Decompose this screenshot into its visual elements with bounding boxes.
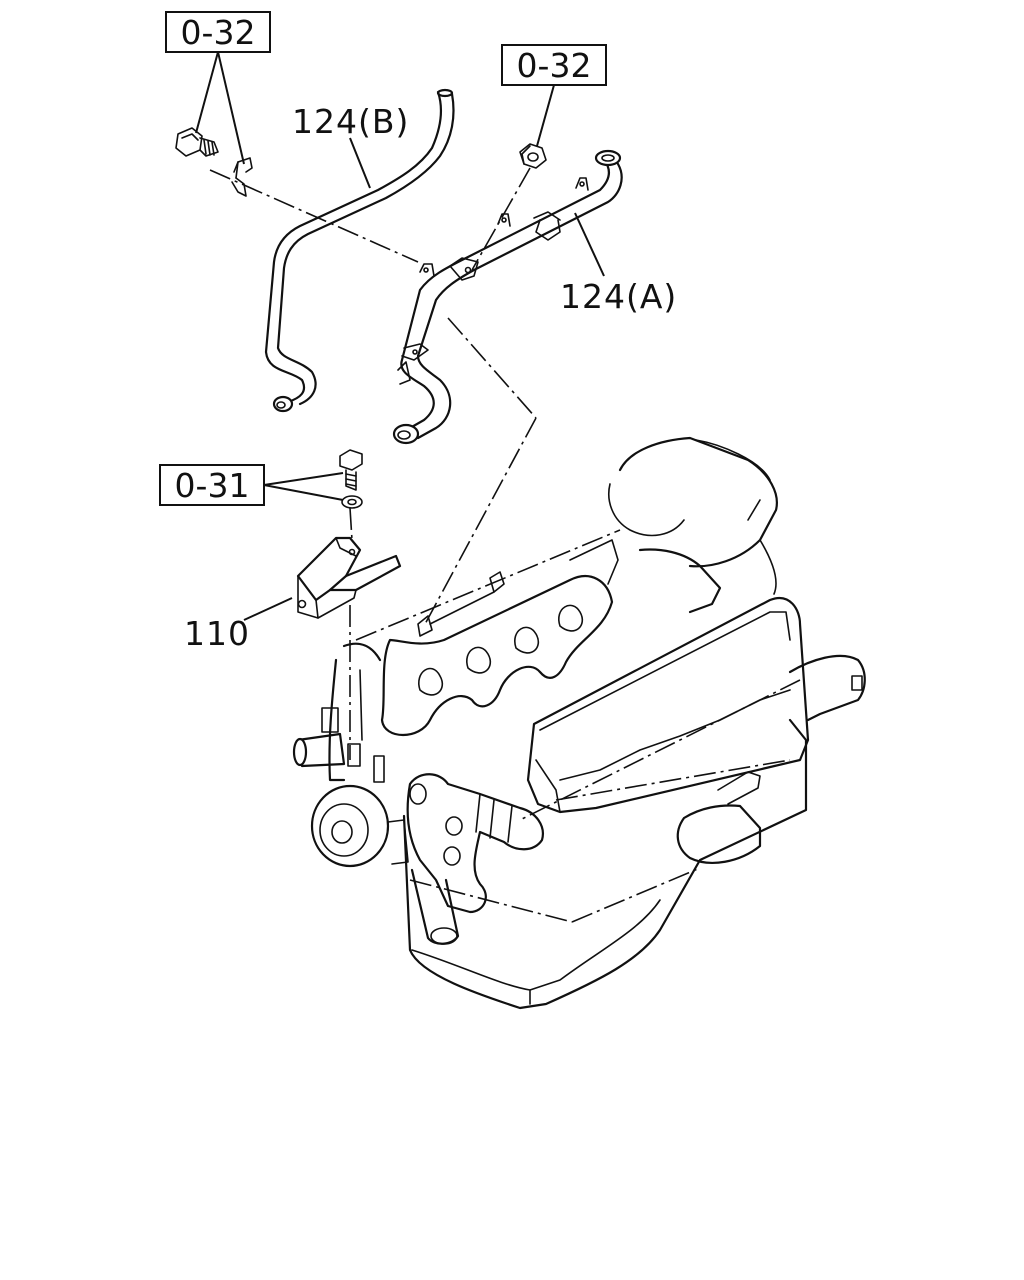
pipe-124b[interactable] — [264, 88, 455, 413]
nut-icon[interactable] — [519, 143, 547, 169]
clip-icon[interactable] — [231, 157, 253, 197]
washer-icon[interactable] — [341, 495, 363, 509]
ref-box-middle-left[interactable]: 0-31 — [159, 464, 265, 506]
part-number-124a[interactable]: 124(A) — [560, 277, 677, 316]
ref-label-middle-left: 0-31 — [175, 466, 250, 505]
part-number-124b[interactable]: 124(B) — [292, 102, 409, 141]
ref-box-top-left[interactable]: 0-32 — [165, 11, 271, 53]
ref-leaders — [195, 51, 555, 501]
assembly-lines — [209, 167, 537, 760]
ref-box-top-middle[interactable]: 0-32 — [501, 44, 607, 86]
engine-block-outline — [292, 436, 866, 1010]
bracket-bolt-icon[interactable] — [339, 449, 363, 491]
part-number-110[interactable]: 110 — [184, 614, 250, 653]
pipe-124a[interactable] — [392, 149, 623, 445]
bolt-icon[interactable] — [175, 127, 219, 157]
ref-label-top-middle: 0-32 — [517, 46, 592, 85]
part-leaders — [243, 137, 605, 621]
ref-label-top-left: 0-32 — [181, 13, 256, 52]
bracket-110[interactable] — [296, 536, 402, 619]
